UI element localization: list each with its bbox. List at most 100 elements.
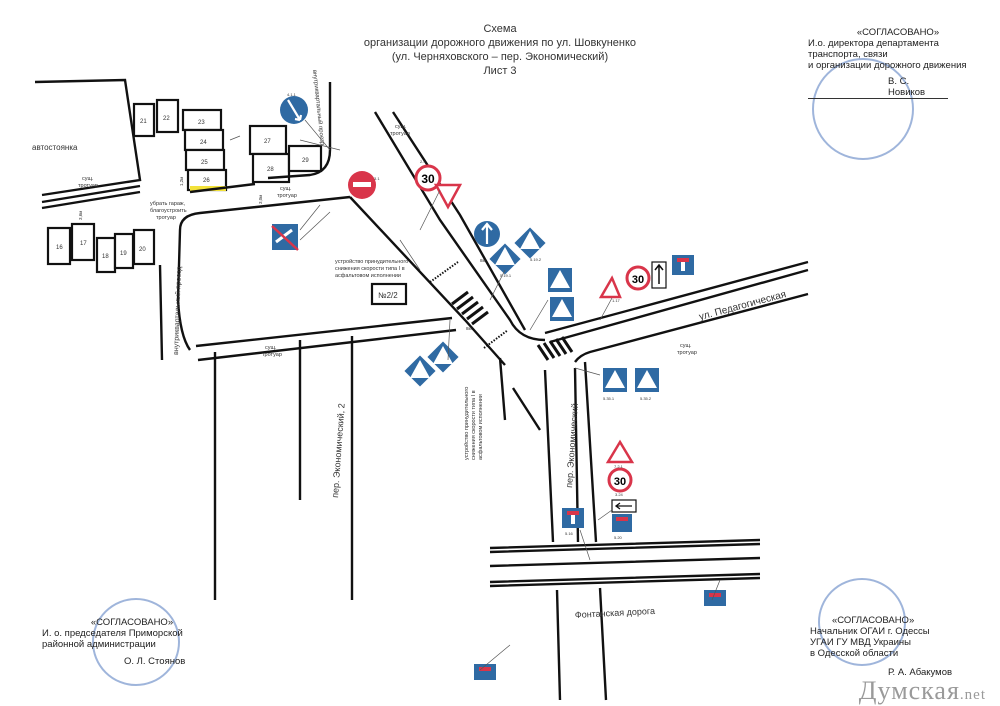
approval-line: И. о. председателя Приморской — [42, 628, 183, 639]
watermark-suffix: .net — [959, 687, 986, 703]
sign-code: 5.35.2 — [640, 396, 652, 401]
sign-dead-end-icon — [474, 664, 496, 680]
building-number: 22 — [163, 116, 170, 122]
sign-one-way-icon — [651, 261, 667, 289]
building-number: 27 — [264, 139, 271, 145]
speed-limit-value: 30 — [632, 274, 644, 286]
stamp-top-right — [812, 58, 914, 160]
sign-code: 5.35.1 — [603, 396, 615, 401]
sign-direction-arrow-icon — [280, 96, 308, 124]
street-label-inner-drive: внутриквартальный проезд — [172, 266, 183, 355]
sign-dead-end-icon — [612, 514, 632, 532]
dimension-label: 1,2м — [179, 177, 184, 186]
building-number: 29 — [302, 158, 309, 164]
buildings: 21 22 23 24 25 26 27 28 29 16 17 18 19 2… — [46, 98, 408, 306]
building-number: 28 — [267, 167, 274, 173]
building-number: 21 — [140, 119, 147, 125]
street-label-ekonomichesky-2: пер. Экономический, 2 — [330, 403, 347, 498]
garage-note: благоустроить — [150, 208, 187, 214]
street-label-fontanskaya: Фонтанская дорога — [575, 606, 656, 620]
sidewalk-label: сущ. — [82, 176, 94, 182]
speed-bump-note: снижения скорости типа I в — [471, 390, 477, 460]
speed-bump-note: устройство принудительного — [335, 258, 408, 265]
approval-top-right: «СОГЛАСОВАНО» И.о. директора департамент… — [808, 27, 988, 99]
sign-code: 7.2.1 — [614, 464, 624, 469]
building-number: 16 — [56, 245, 63, 251]
speed-bump-note: асфальтовом исполнении — [335, 273, 401, 279]
building-number: 20 — [139, 247, 146, 253]
garage-note: тротуар — [156, 215, 176, 221]
parking-label: автостоянка — [32, 143, 78, 152]
parking-lot: автостоянка — [32, 78, 142, 210]
sign-code: 5.19.1 — [500, 273, 512, 278]
sign-code: 5.20 — [614, 535, 623, 540]
building-number: 26 — [203, 178, 210, 184]
sign-pedestrian-crossing-icon — [404, 227, 659, 392]
street-label-inner-drive-top: внутриквартальный проезд — [311, 69, 326, 146]
building-number: 25 — [201, 160, 208, 166]
approval-name: Р. А. Абакумов — [888, 667, 953, 678]
street-label-pedagogicheskaya: ул. Педагогическая — [698, 289, 787, 323]
garage-highlight — [190, 186, 226, 191]
building-number: 19 — [120, 251, 127, 257]
sidewalk-label: сущ. — [265, 345, 277, 351]
sidewalk-label: тротуар — [78, 183, 98, 189]
approval-heading: «СОГЛАСОВАНО» — [856, 27, 940, 38]
garage-note: убрать гараж, — [150, 201, 186, 207]
approval-line: районной администрации — [42, 639, 156, 650]
speed-bump — [429, 261, 509, 349]
approval-name: В. С. Новиков — [808, 76, 948, 99]
sign-code: 3.24 — [615, 492, 624, 497]
sign-speed-limit-icon: 30 — [414, 164, 442, 192]
sidewalk-label: тротуар — [262, 352, 282, 358]
sign-speed-bump-warning-icon — [598, 275, 622, 299]
dimension-label: 3,6м — [78, 211, 83, 220]
approval-name: О. Л. Стоянов — [124, 656, 186, 667]
sign-straight-arrow-icon — [474, 221, 500, 247]
building-number: 23 — [198, 120, 205, 126]
title-line: организации дорожного движения по ул. Шо… — [363, 37, 637, 49]
speed-bump-note: снижения скорости типа I в — [335, 266, 405, 272]
sign-end-zone-icon — [271, 224, 299, 251]
dimension-label: 3,0м — [258, 195, 263, 204]
sidewalk-label: сущ. — [680, 343, 692, 349]
building-number: 17 — [80, 241, 87, 247]
house-number-label: №2/2 — [378, 291, 398, 300]
speed-bump-note: асфальтовом исполнении — [478, 394, 484, 460]
sign-code: 5.16 — [565, 531, 574, 536]
watermark-text: Думская — [858, 676, 960, 705]
traffic-signs: 30 30 30 4.1.1 3.1 — [271, 92, 726, 680]
approval-bottom-left: «СОГЛАСОВАНО» И. о. председателя Приморс… — [42, 617, 222, 667]
approval-heading: «СОГЛАСОВАНО» — [832, 615, 915, 626]
sidewalk-label: тротуар — [677, 350, 697, 356]
stamp-bottom-right — [818, 578, 906, 666]
approval-line: Начальник ОГАИ г. Одессы — [810, 626, 930, 637]
sign-code: 3.1 — [374, 176, 380, 181]
dimension-label: 8м — [466, 326, 472, 331]
building-number: 24 — [200, 140, 207, 146]
title-line: Лист 3 — [483, 65, 517, 77]
sign-no-entry-icon — [348, 171, 376, 199]
sign-code: 4.1.1 — [287, 92, 297, 97]
sign-speed-limit-icon: 30 — [607, 467, 633, 493]
title-line: Схема — [483, 23, 517, 35]
roads — [158, 82, 809, 701]
sign-direction-plate-icon — [611, 499, 637, 513]
document-title: Схема организации дорожного движения по … — [300, 22, 700, 78]
crosswalk — [451, 290, 574, 361]
title-line: (ул. Черняховского – пер. Экономический) — [391, 51, 609, 63]
approval-line: и организации дорожного движения — [808, 60, 967, 71]
sign-give-way-icon — [433, 183, 463, 210]
watermark-logo: Думская.net — [859, 676, 986, 706]
approval-heading: «СОГЛАСОВАНО» — [90, 617, 174, 628]
approval-line: И.о. директора департамента — [808, 38, 939, 49]
sign-dead-end-icon — [562, 508, 584, 528]
building-number: 18 — [102, 254, 109, 260]
speed-bump-note: устройство принудительного — [463, 387, 470, 460]
annotations: сущ. тротуар сущ. тротуар сущ. тротуар с… — [78, 124, 697, 460]
sidewalk-label: сущ. — [395, 124, 407, 130]
sidewalk-label: сущ. — [280, 186, 292, 192]
sign-code: 2.4 — [420, 159, 426, 164]
sign-codes: 4.1.1 3.1 2.4 5.19.1 5.19.2 1.17 3.24 5.… — [287, 92, 652, 540]
